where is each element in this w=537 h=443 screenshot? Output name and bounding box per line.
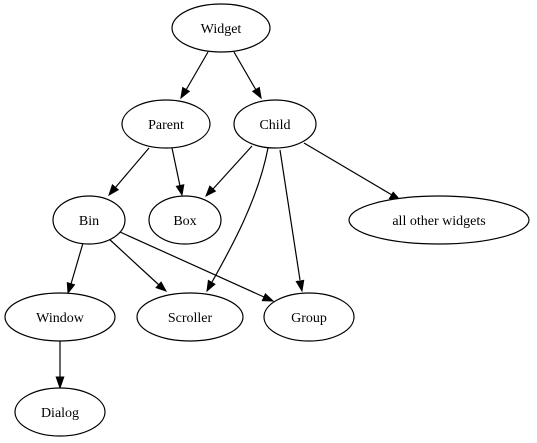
edge-bin-group bbox=[119, 231, 275, 302]
node-box: Box bbox=[148, 195, 222, 245]
edge-bin-window bbox=[66, 242, 84, 295]
node-scroller: Scroller bbox=[136, 292, 244, 342]
edge-widget-parent bbox=[180, 51, 209, 100]
node-group-label: Group bbox=[291, 311, 327, 326]
node-child: Child bbox=[233, 99, 317, 149]
edge-child-box bbox=[205, 145, 253, 198]
node-all-other-widgets-label: all other widgets bbox=[392, 214, 485, 229]
edge-child-group bbox=[279, 149, 305, 293]
edge-parent-bin bbox=[108, 147, 150, 197]
node-widget: Widget bbox=[171, 3, 271, 53]
edge-child-all-other-widgets bbox=[303, 142, 402, 201]
nodes-layer: Widget Parent Child Bin Box all other wi… bbox=[4, 3, 530, 437]
node-window: Window bbox=[4, 292, 116, 342]
node-window-label: Window bbox=[36, 311, 85, 326]
node-group: Group bbox=[263, 292, 355, 342]
edge-child-scroller bbox=[206, 147, 269, 293]
edge-widget-child bbox=[233, 51, 262, 100]
edge-parent-box bbox=[171, 147, 185, 197]
node-parent: Parent bbox=[121, 99, 211, 149]
node-scroller-label: Scroller bbox=[168, 311, 213, 326]
edge-bin-scroller bbox=[107, 237, 168, 292]
node-dialog-label: Dialog bbox=[41, 406, 79, 421]
node-widget-label: Widget bbox=[201, 22, 242, 37]
node-dialog: Dialog bbox=[14, 387, 106, 437]
node-child-label: Child bbox=[259, 118, 290, 133]
node-parent-label: Parent bbox=[148, 118, 184, 133]
edge-window-dialog bbox=[55, 341, 65, 390]
node-bin-label: Bin bbox=[79, 214, 99, 229]
node-bin: Bin bbox=[52, 195, 126, 245]
node-box-label: Box bbox=[173, 214, 196, 229]
node-all-other-widgets: all other widgets bbox=[348, 195, 530, 245]
